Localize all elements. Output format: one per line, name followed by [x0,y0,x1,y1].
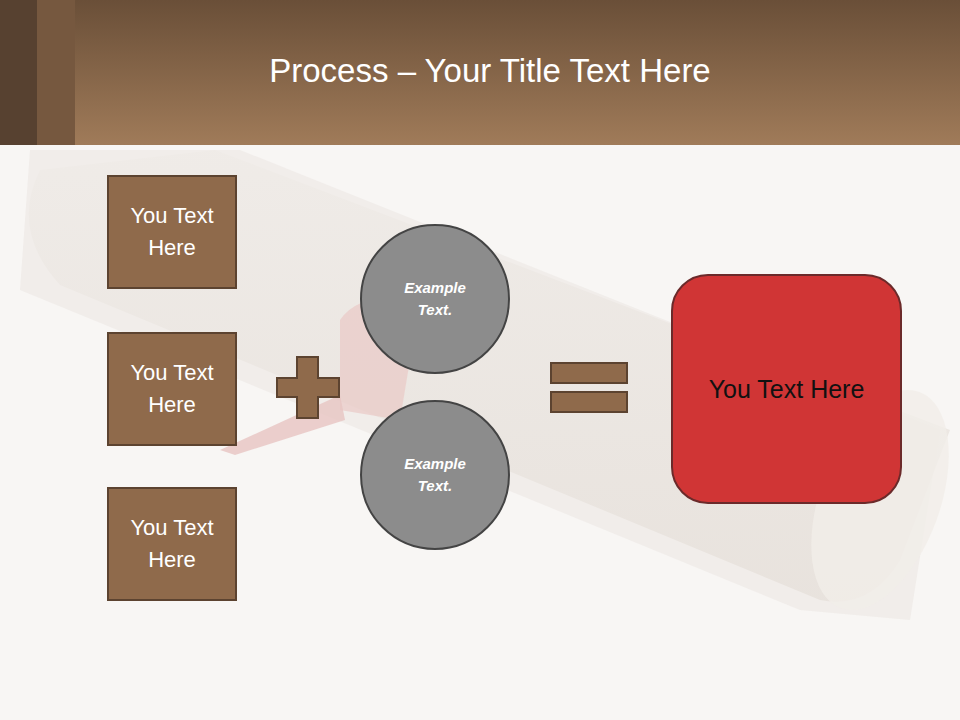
input-circle-outline [360,224,510,374]
process-box: You Text Here [107,487,237,601]
process-box: You Text Here [107,175,237,289]
header-band [0,0,960,145]
result-box: You Text Here [671,274,902,504]
equals-symbol [551,363,627,383]
process-box-outline [107,175,237,289]
node-text: You Text Here [117,200,227,264]
input-circle: Example Text. [360,400,510,550]
header-strip [0,0,37,145]
process-box-outline [107,332,237,446]
scroll-illustration [20,150,960,629]
equals-symbol [551,392,627,412]
input-circle: Example Text. [360,224,510,374]
header-strip [37,0,75,145]
node-text: You Text Here [117,357,227,421]
node-text: You Text Here [709,371,865,407]
node-text: You Text Here [117,512,227,576]
input-circle-outline [360,400,510,550]
slide-title: Process – Your Title Text Here [100,52,880,90]
node-text: Example Text. [393,453,478,497]
node-text: Example Text. [393,277,478,321]
plus-symbol [277,357,339,418]
process-box: You Text Here [107,332,237,446]
process-box-outline [107,487,237,601]
